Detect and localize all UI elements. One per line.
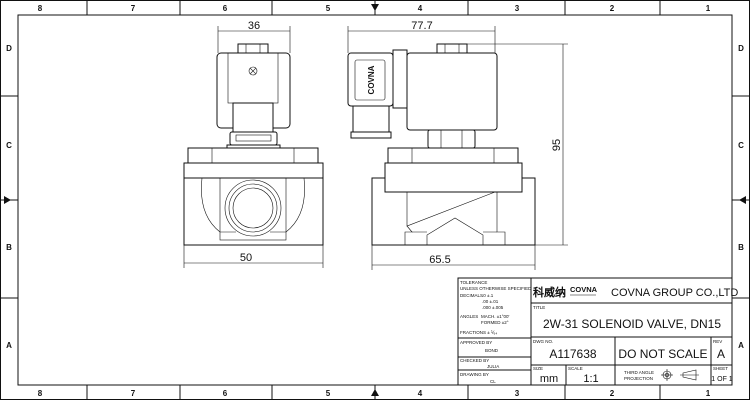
screw-icon (248, 66, 258, 76)
zone-col: 1 (706, 389, 711, 398)
tolerance-note: UNLESS OTHERWISE SPECIFIED (460, 286, 532, 291)
sheet-label: SHEET (713, 366, 728, 371)
center-mark-icon (4, 196, 11, 204)
decimals-label: DECIMALS (460, 293, 483, 298)
zone-columns-bottom: 8 7 6 5 4 3 2 1 (38, 385, 711, 400)
zone-col: 4 (418, 389, 423, 398)
zone-col: 2 (610, 389, 615, 398)
rev: A (717, 347, 725, 361)
zone-col: 8 (38, 4, 43, 13)
side-view: COVNA 77.7 95 65.5 (347, 20, 568, 270)
valve-body (183, 177, 324, 246)
drawing-title: 2W-31 SOLENOID VALVE, DN15 (543, 317, 721, 331)
decimals-value: .00 ±.01 (482, 299, 499, 304)
title-block: TOLERANCE UNLESS OTHERWISE SPECIFIED DEC… (457, 277, 738, 386)
center-mark-icon (371, 389, 379, 396)
drawing-by-label: DRAWING BY (460, 372, 489, 377)
coil-label: COVNA (367, 65, 376, 94)
checked-by: JULIA (487, 364, 499, 369)
center-mark-icon (739, 196, 746, 204)
zone-col: 3 (515, 4, 520, 13)
zone-col: 3 (515, 389, 520, 398)
zone-col: 5 (326, 4, 331, 13)
dim-body-width: 50 (240, 252, 252, 264)
zone-col: 7 (131, 389, 136, 398)
zone-col: 1 (706, 4, 711, 13)
zone-row: A (738, 341, 744, 350)
zone-row: D (738, 44, 744, 53)
zone-row: D (6, 44, 12, 53)
projection-label: THIRD ANGLE (624, 370, 654, 375)
center-mark-icon (371, 4, 379, 11)
approved-by-label: APPROVED BY (460, 340, 492, 345)
checked-by-label: CHECKED BY (460, 358, 489, 363)
scale: 1:1 (583, 373, 598, 385)
zone-col: 5 (326, 389, 331, 398)
angles-value: MACH. ±1°00' (481, 314, 510, 319)
approved-by: BOND (485, 348, 499, 353)
company-name: COVNA GROUP CO.,LTD (611, 287, 738, 299)
zone-col: 7 (131, 4, 136, 13)
brand-logo: COVNA (570, 285, 598, 294)
rev-label: REV (713, 339, 722, 344)
size-label: SIZE (533, 366, 543, 371)
zone-row: C (6, 141, 12, 150)
front-view: 36 50 (183, 20, 324, 268)
zone-columns-top: 8 7 6 5 4 3 2 1 (38, 0, 711, 15)
zone-col: 4 (418, 4, 423, 13)
zone-row: C (738, 141, 744, 150)
fractions-label: FRACTIONS ± ⅟₆₄ (460, 330, 497, 335)
angles-label: ANGLES (460, 314, 478, 319)
dwg-no-label: DWG NO. (533, 339, 553, 344)
size: mm (540, 373, 558, 385)
sheet: 1 OF 1 (711, 376, 733, 383)
coil (406, 52, 498, 131)
drawing-by: CL (490, 379, 496, 384)
dim-coil-width: 36 (248, 20, 260, 32)
port (224, 179, 282, 237)
dim-body-length: 65.5 (429, 254, 450, 266)
angles-value: FORMED ±2° (481, 320, 509, 325)
zone-col: 6 (223, 4, 228, 13)
zone-row: B (6, 243, 12, 252)
zone-col: 2 (610, 4, 615, 13)
company-cn-logo: 科威纳 (533, 285, 566, 299)
decimals-value: .000 ±.005 (482, 305, 504, 310)
tolerance-heading: TOLERANCE (460, 280, 487, 285)
zone-rows: D C B A D C B A (0, 44, 750, 350)
dim-overall-width: 77.7 (411, 20, 432, 32)
dim-overall-height: 95 (551, 139, 563, 151)
title-label: TITLE (533, 305, 545, 310)
hex-nut (427, 129, 476, 149)
do-not-scale: DO NOT SCALE (618, 347, 707, 361)
dwg-no: A117638 (549, 347, 596, 361)
zone-row: A (6, 341, 12, 350)
zone-row: B (738, 243, 744, 252)
scale-label: SCALE (568, 366, 583, 371)
zone-col: 6 (223, 389, 228, 398)
zone-col: 8 (38, 389, 43, 398)
projection-label: PROJECTION (624, 376, 653, 381)
decimals-value: .0 ±.1 (482, 293, 494, 298)
third-angle-projection-icon (661, 369, 699, 381)
